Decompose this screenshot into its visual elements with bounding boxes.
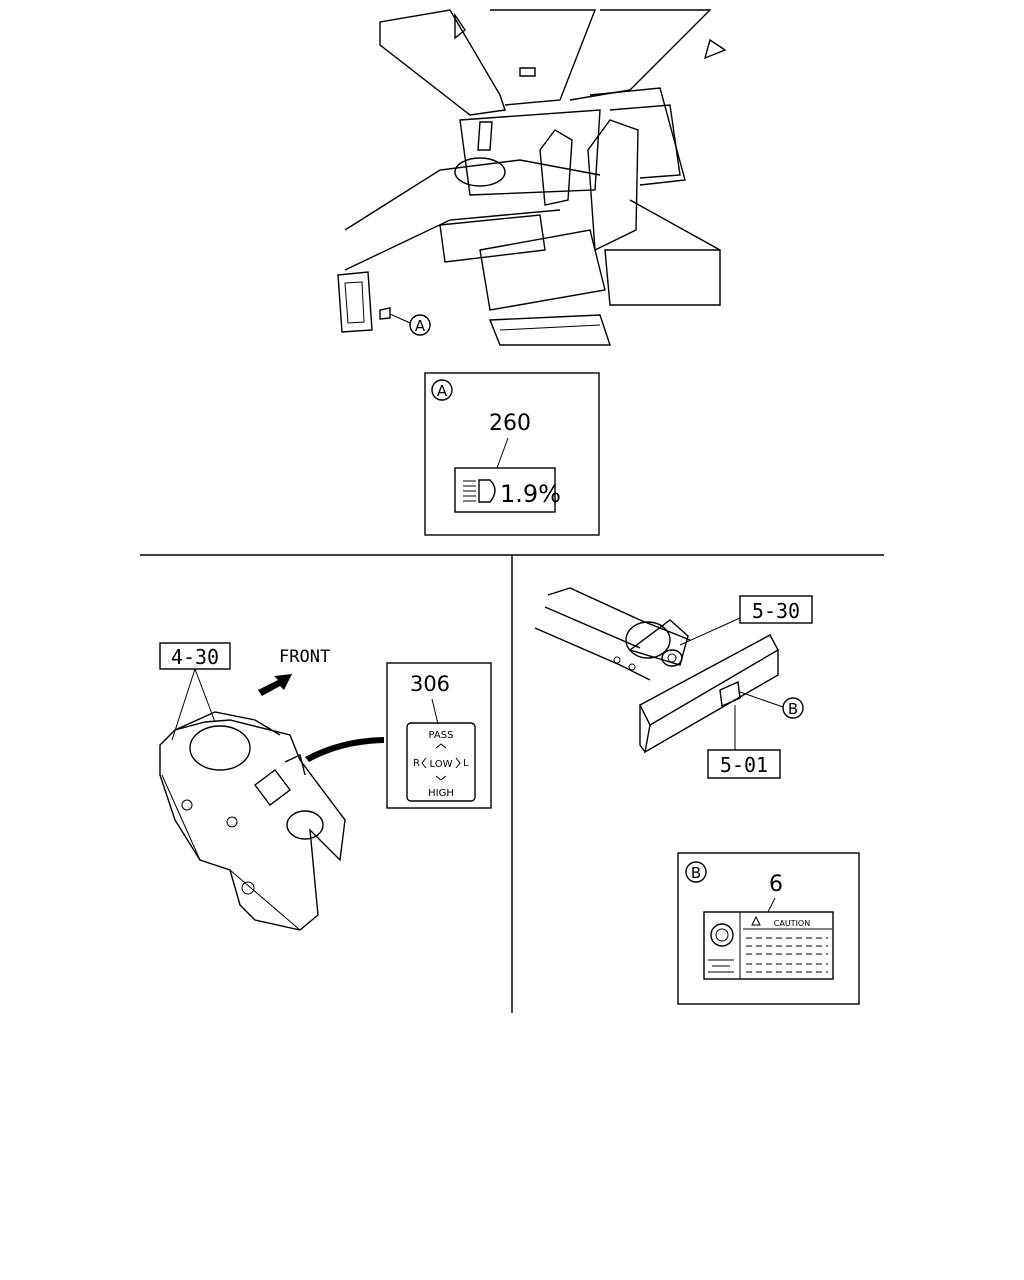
ref-5-30-leader [679,617,741,646]
detail-a-marker: A [437,382,448,400]
dimmer-label-left: R [413,758,420,769]
callout-b-leader [739,691,784,708]
callout-a-label: A [415,317,426,335]
dimmer-switch-label [406,722,476,802]
front-arrow-icon [258,674,292,696]
detail-a-box [424,372,600,536]
caution-text-lines [746,937,828,973]
gauge-icon [708,923,734,973]
dimmer-label-right: L [463,758,469,769]
detail-b-marker: B [691,864,701,882]
headlight-icon [463,479,496,503]
dimmer-label-box [386,662,492,809]
front-direction-label: FRONT [279,647,330,667]
chevron-up-icon [435,743,447,749]
dimmer-label-top: PASS [429,730,454,741]
callout-a-circle [409,314,431,336]
detail-a-part-number: 260 [489,411,531,436]
label-location-arrow [305,737,384,762]
ref-5-30-label: 5-30 [752,599,800,623]
chevron-right-icon [455,757,461,769]
detail-b-marker-circle [685,861,707,883]
callout-b-label: B [788,700,798,718]
caution-heading: CAUTION [774,919,810,928]
dimmer-label-center: LOW [430,759,453,770]
detail-b-box [677,852,860,1005]
dimmer-label-bottom: HIGH [428,788,454,799]
headlight-level-label [454,467,556,513]
cab-interior-illustration [337,9,727,346]
ref-4-30-label: 4-30 [171,645,219,669]
chevron-down-icon [435,775,447,781]
warning-triangle-icon [751,915,761,926]
detail-a-leader-line [496,437,509,469]
detail-b-leader [767,897,776,913]
detail-b-part-number: 6 [769,872,783,897]
caution-label [703,911,834,980]
ref-5-01-box [707,749,781,779]
chassis-frame-illustration [534,587,779,754]
detail-a-marker-circle [431,379,453,401]
callout-b-circle [782,697,804,719]
dimmer-label-leader [431,698,439,725]
ref-5-30-box [739,595,813,624]
ref-5-01-label: 5-01 [720,753,768,777]
dimmer-label-part-number: 306 [410,672,450,696]
chevron-left-icon [421,757,427,769]
combination-switch-bracket [159,711,346,931]
headlight-level-text: 1.9% [500,480,561,508]
